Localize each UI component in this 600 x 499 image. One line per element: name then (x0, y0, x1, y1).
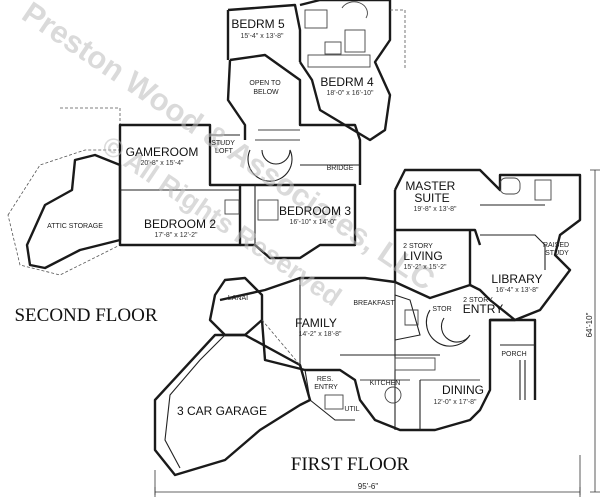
room-bedroom2-dim: 17'-8" x 12'-2" (154, 232, 198, 239)
room-breakfast: BREAKFAST (353, 300, 395, 307)
open-below-line2: BELOW (253, 89, 279, 96)
room-living-dim: 15'-2" x 15'-2" (403, 264, 447, 271)
room-dining-name: DINING (442, 383, 484, 397)
room-util: UTIL (344, 406, 359, 413)
room-lanai: LANAI (228, 295, 248, 302)
room-garage-name: 3 CAR GARAGE (177, 404, 267, 418)
master-line2: SUITE (414, 191, 449, 205)
room-library-name: LIBRARY (491, 272, 542, 286)
first-floor-plan (153, 168, 600, 497)
room-raised-study: RAISED STUDY (543, 242, 571, 257)
second-floor-labels: BEDRM 5 15'-4" x 13'-8" OPEN TO BELOW BE… (47, 17, 374, 239)
room-stor: STOR (432, 306, 451, 313)
room-master-dim: 19'-8" x 13'-8" (413, 206, 457, 213)
master-line1: MASTER (405, 179, 455, 193)
room-bedrm4-name: BEDRM 4 (320, 75, 374, 89)
first-floor-title: FIRST FLOOR (291, 454, 410, 475)
room-entry-label: 2 STORY (463, 297, 493, 304)
second-floor-title: SECOND FLOOR (14, 305, 157, 326)
room-gameroom-dim: 20'-8" x 15'-4" (140, 160, 184, 167)
room-attic-storage: ATTIC STORAGE (47, 223, 103, 230)
room-bedroom3-name: BEDROOM 3 (279, 204, 351, 218)
study-loft-line2: LOFT (215, 148, 234, 155)
room-master-name: MASTER SUITE (405, 179, 458, 205)
overall-depth-dim: 64'-10" (585, 312, 594, 337)
overall-width-dim: 95'-6" (358, 482, 379, 491)
room-study-loft: STUDY LOFT (211, 140, 237, 155)
room-bedroom2-name: BEDROOM 2 (144, 217, 216, 231)
study-loft-line1: STUDY (211, 140, 235, 147)
room-bedrm5-dim: 15'-4" x 13'-8" (240, 33, 284, 40)
room-open-below: OPEN TO BELOW (249, 80, 282, 96)
second-floor-plan (7, 0, 406, 276)
room-porch: PORCH (501, 351, 526, 358)
res-entry-line1: RES. (317, 376, 333, 383)
room-family-dim: 14'-2" x 18'-8" (298, 331, 342, 338)
room-gameroom-name: GAMEROOM (126, 145, 199, 159)
room-library-dim: 16'-4" x 13'-8" (495, 287, 539, 294)
room-entry-name: ENTRY (463, 302, 503, 316)
first-floor-labels: MASTER SUITE 19'-8" x 13'-8" 2 STORY LIV… (177, 179, 571, 418)
room-bridge: BRIDGE (327, 165, 354, 172)
raised-study-line2: STUDY (545, 250, 569, 257)
room-living-name: LIVING (403, 249, 442, 263)
room-bedrm5-name: BEDRM 5 (231, 17, 285, 31)
room-bedroom3-dim: 16'-10" x 14'-0" (290, 219, 337, 226)
room-dining-dim: 12'-0" x 17'-8" (433, 399, 477, 406)
raised-study-line1: RAISED (543, 242, 569, 249)
room-kitchen: KITCHEN (370, 380, 401, 387)
open-below-line1: OPEN TO (249, 80, 281, 87)
res-entry-line2: ENTRY (314, 384, 338, 391)
room-res-entry: RES. ENTRY (314, 376, 338, 391)
room-bedrm4-dim: 18'-0" x 16'-10" (327, 90, 374, 97)
room-family-name: FAMILY (295, 316, 337, 330)
room-living-label: 2 STORY (403, 243, 433, 250)
